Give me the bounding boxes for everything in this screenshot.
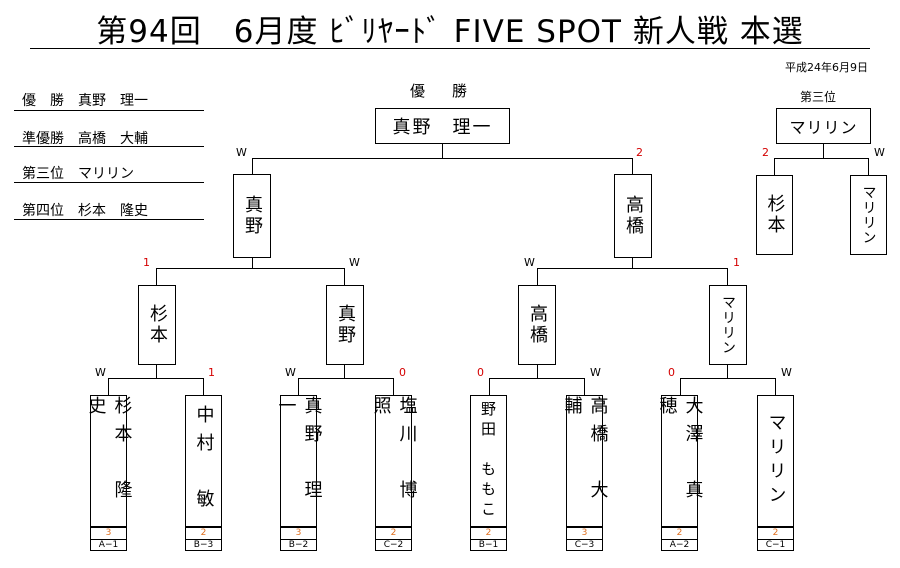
final-left-mark: W: [236, 146, 247, 159]
semi2-left-mark: W: [524, 256, 535, 269]
finalist-right-box: 高橋: [614, 174, 652, 258]
bracket-line: [442, 144, 443, 159]
bracket-line: [252, 158, 633, 159]
bracket-line: [537, 268, 538, 285]
player-handicap: 2: [661, 527, 698, 539]
result-second: 準優勝 高橋 大輔: [22, 131, 148, 147]
player-seed: C−1: [757, 539, 794, 551]
player-handicap: 2: [185, 527, 222, 539]
bracket-line: [156, 268, 345, 269]
player-handicap: 2: [375, 527, 412, 539]
qf2-left-mark: W: [285, 366, 296, 379]
third-match-left-box: 杉本: [756, 175, 793, 255]
semifinalist-box: マリリン: [709, 285, 747, 365]
player-box: 塩川 博照: [371, 395, 418, 527]
final-right-mark: 2: [636, 146, 643, 159]
semifinalist-box: 高橋: [518, 285, 556, 365]
player-box: 野田 ももこ: [470, 395, 507, 527]
player-box: 真野 理一: [276, 395, 323, 527]
third-match-right-box: マリリン: [850, 175, 887, 255]
bracket-line: [775, 378, 776, 395]
qf1-left-mark: W: [95, 366, 106, 379]
semi1-right-mark: W: [349, 256, 360, 269]
result-underline: [14, 146, 204, 147]
semifinalist-box: 真野: [326, 285, 364, 365]
bracket-line: [344, 268, 345, 285]
event-date: 平成24年6月9日: [785, 61, 868, 74]
bracket-line: [774, 158, 869, 159]
semi1-left-mark: 1: [143, 256, 150, 269]
bracket-line: [584, 378, 585, 395]
player-seed: B−2: [280, 539, 317, 551]
player-seed: C−2: [375, 539, 412, 551]
result-fourth: 第四位 杉本 隆史: [22, 203, 148, 219]
player-handicap: 2: [757, 527, 794, 539]
qf4-right-mark: W: [781, 366, 792, 379]
semifinalist-box: 杉本: [138, 285, 176, 365]
player-seed: A−2: [661, 539, 698, 551]
champion-box: 真野 理一: [375, 108, 510, 144]
page-title: 第94回 6月度 ﾋﾞﾘﾔｰﾄﾞ FIVE SPOT 新人戦 本選: [96, 14, 804, 50]
bracket-line: [156, 268, 157, 285]
title-underline: [30, 48, 870, 49]
bracket-line: [489, 378, 490, 395]
bracket-line: [298, 378, 394, 379]
player-handicap: 3: [90, 527, 127, 539]
qf3-left-mark: 0: [477, 366, 484, 379]
bracket-line: [489, 378, 585, 379]
semi2-right-mark: 1: [733, 256, 740, 269]
bracket-line: [203, 378, 204, 395]
bracket-line: [632, 258, 633, 269]
bracket-line: [298, 378, 299, 395]
champion-label: 優 勝: [410, 82, 474, 100]
player-handicap: 2: [470, 527, 507, 539]
bracket-line: [680, 378, 776, 379]
result-third: 第三位 マリリン: [22, 166, 134, 182]
bracket-line: [108, 378, 204, 379]
player-box: 中村 敏: [185, 395, 222, 527]
player-seed: B−3: [185, 539, 222, 551]
qf2-right-mark: 0: [399, 366, 406, 379]
bracket-line: [632, 158, 633, 174]
finalist-left-box: 真野: [233, 174, 271, 258]
bracket-line: [774, 158, 775, 175]
bracket-line: [680, 378, 681, 395]
player-box: マリリン: [757, 395, 794, 527]
player-handicap: 3: [280, 527, 317, 539]
third-place-label: 第三位: [800, 90, 837, 104]
qf4-left-mark: 0: [668, 366, 675, 379]
bracket-line: [537, 365, 538, 379]
bracket-line: [537, 268, 728, 269]
player-seed: A−1: [90, 539, 127, 551]
bracket-line: [727, 268, 728, 285]
bracket-line: [727, 365, 728, 379]
player-seed: B−1: [470, 539, 507, 551]
bracket-line: [868, 158, 869, 175]
third-place-box: マリリン: [776, 108, 871, 144]
qf3-right-mark: W: [590, 366, 601, 379]
bracket-line: [252, 158, 253, 174]
third-right-mark: W: [874, 146, 885, 159]
result-underline: [14, 219, 204, 220]
bracket-line: [823, 144, 824, 159]
result-underline: [14, 182, 204, 183]
player-handicap: 3: [566, 527, 603, 539]
result-underline: [14, 110, 204, 111]
player-box: 杉本 隆史: [86, 395, 133, 527]
bracket-line: [393, 378, 394, 395]
bracket-line: [156, 365, 157, 379]
qf1-right-mark: 1: [208, 366, 215, 379]
third-left-mark: 2: [762, 146, 769, 159]
bracket-line: [108, 378, 109, 395]
player-seed: C−3: [566, 539, 603, 551]
result-first: 優 勝 真野 理一: [22, 93, 148, 109]
player-box: 高橋 大輔: [562, 395, 609, 527]
bracket-line: [344, 365, 345, 379]
player-box: 大澤 真穂: [657, 395, 704, 527]
bracket-line: [252, 258, 253, 269]
